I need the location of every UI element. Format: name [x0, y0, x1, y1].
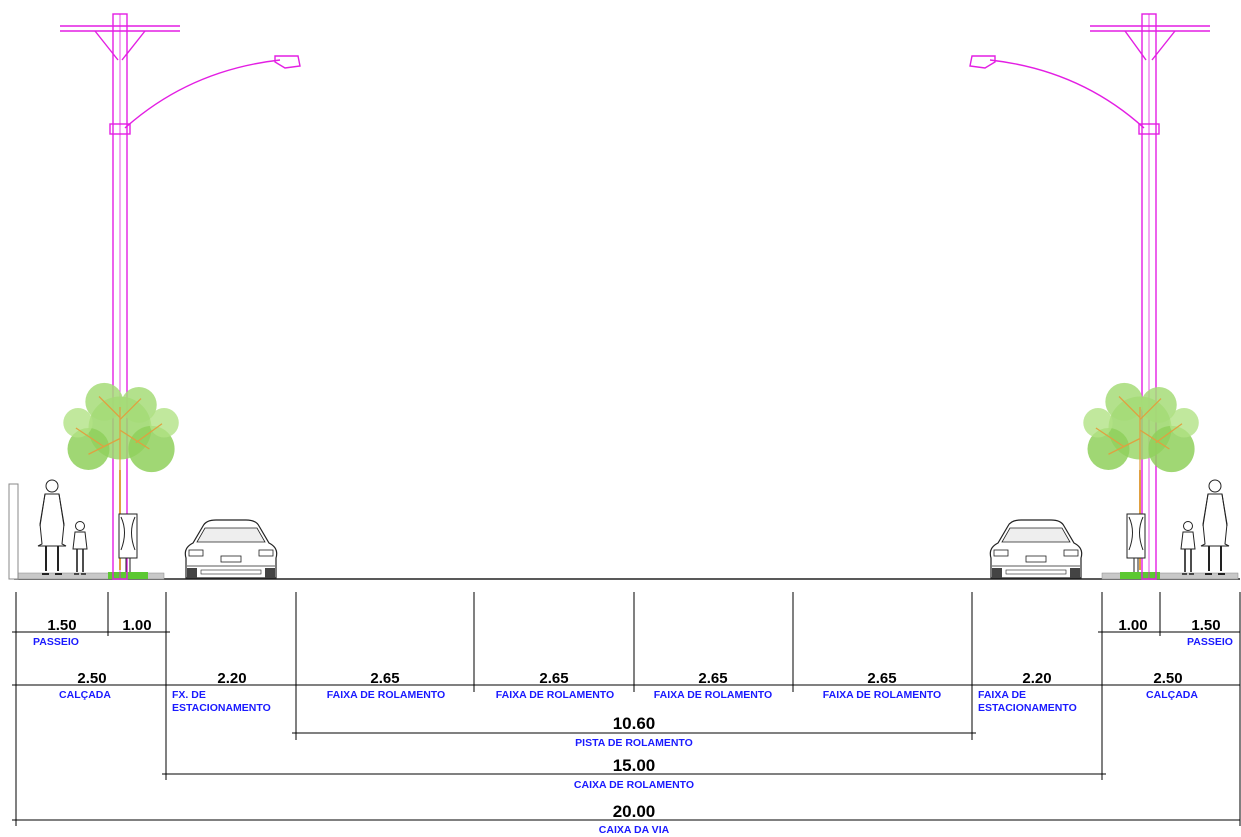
passeio-left-value: 1.50	[47, 617, 76, 634]
faixa3-label: FAIXA DE ROLAMENTO	[654, 689, 772, 701]
pista-label: PISTA DE ROLAMENTO	[575, 737, 693, 749]
estacionamento-left-label2: ESTACIONAMENTO	[172, 702, 271, 714]
calcada-left-label: CALÇADA	[59, 689, 111, 701]
pedestrian-icon	[37, 479, 67, 575]
green-left-value: 1.00	[122, 617, 151, 634]
car-icon	[184, 519, 278, 579]
passeio-left-label: PASSEIO	[33, 636, 79, 648]
faixa2-label: FAIXA DE ROLAMENTO	[496, 689, 614, 701]
estacionamento-right-label2: ESTACIONAMENTO	[978, 702, 1077, 714]
calcada-right-value: 2.50	[1153, 670, 1182, 687]
calcada-left-value: 2.50	[77, 670, 106, 687]
dimension-texts: 1.50 PASSEIO 1.00 1.00 1.50 PASSEIO 2.50…	[33, 617, 1233, 836]
estacionamento-left-value: 2.20	[217, 670, 246, 687]
caixa-rolamento-value: 15.00	[613, 756, 656, 775]
car-icon	[989, 519, 1083, 579]
faixa2-value: 2.65	[539, 670, 568, 687]
calcada-right-label: CALÇADA	[1146, 689, 1198, 701]
wall-left	[8, 483, 19, 580]
faixa1-value: 2.65	[370, 670, 399, 687]
caixa-via-value: 20.00	[613, 802, 656, 821]
faixa1-label: FAIXA DE ROLAMENTO	[327, 689, 445, 701]
sidewalk-right	[1101, 572, 1239, 580]
faixa3-value: 2.65	[698, 670, 727, 687]
passeio-right-label: PASSEIO	[1187, 636, 1233, 648]
trash-bin-icon	[118, 513, 138, 573]
pista-value: 10.60	[613, 714, 656, 733]
pedestrian-icon	[72, 520, 88, 575]
faixa4-label: FAIXA DE ROLAMENTO	[823, 689, 941, 701]
pedestrian-icon	[1180, 520, 1196, 575]
grass-left	[108, 572, 148, 579]
pedestrian-icon	[1200, 479, 1230, 575]
street-light-icon	[60, 13, 301, 580]
estacionamento-right-value: 2.20	[1022, 670, 1051, 687]
estacionamento-left-label1: FX. DE	[172, 689, 206, 701]
caixa-rolamento-label: CAIXA DE ROLAMENTO	[574, 779, 694, 791]
faixa4-value: 2.65	[867, 670, 896, 687]
dimension-lines	[12, 592, 1241, 826]
green-right-value: 1.00	[1118, 617, 1147, 634]
passeio-right-value: 1.50	[1191, 617, 1220, 634]
grass-right	[1120, 572, 1160, 579]
estacionamento-right-label1: FAIXA DE	[978, 689, 1026, 701]
street-light-icon	[969, 13, 1210, 580]
caixa-via-label: CAIXA DA VIA	[599, 824, 670, 836]
